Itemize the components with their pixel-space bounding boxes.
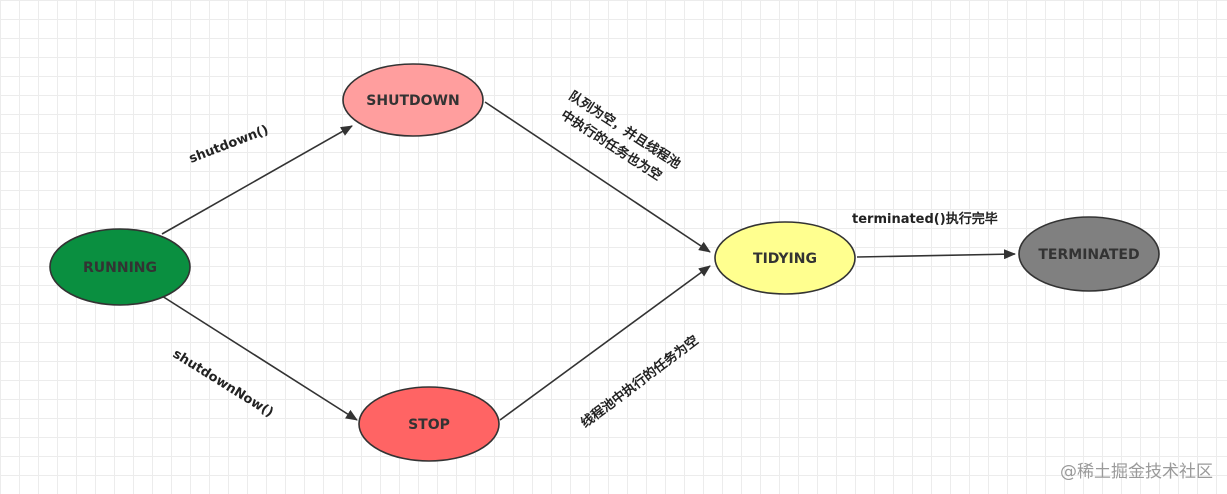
watermark: @稀土掘金技术社区 bbox=[1060, 462, 1213, 482]
node-running: RUNNING bbox=[49, 228, 191, 306]
node-shutdown: SHUTDOWN bbox=[342, 63, 484, 137]
edge-label-stop-to-tidying: 线程池中执行的任务为空 bbox=[578, 332, 702, 431]
edge-tidying-to-terminated bbox=[856, 249, 1016, 260]
edge-label-terminated: terminated()执行完毕 bbox=[852, 211, 998, 227]
edge-running-to-stop bbox=[161, 295, 358, 421]
node-tidying: TIDYING bbox=[714, 221, 856, 295]
edge-label-shutdown: shutdown() bbox=[187, 123, 271, 167]
node-terminated: TERMINATED bbox=[1018, 216, 1160, 292]
node-stop-label: STOP bbox=[408, 417, 450, 433]
edge-stop-to-tidying bbox=[499, 265, 711, 421]
node-running-label: RUNNING bbox=[83, 260, 157, 276]
edge-shutdown-to-tidying bbox=[484, 101, 711, 253]
node-tidying-label: TIDYING bbox=[753, 251, 817, 267]
edge-running-to-shutdown bbox=[161, 125, 353, 235]
node-shutdown-label: SHUTDOWN bbox=[366, 93, 459, 109]
node-terminated-label: TERMINATED bbox=[1038, 247, 1139, 263]
node-stop: STOP bbox=[358, 386, 500, 462]
